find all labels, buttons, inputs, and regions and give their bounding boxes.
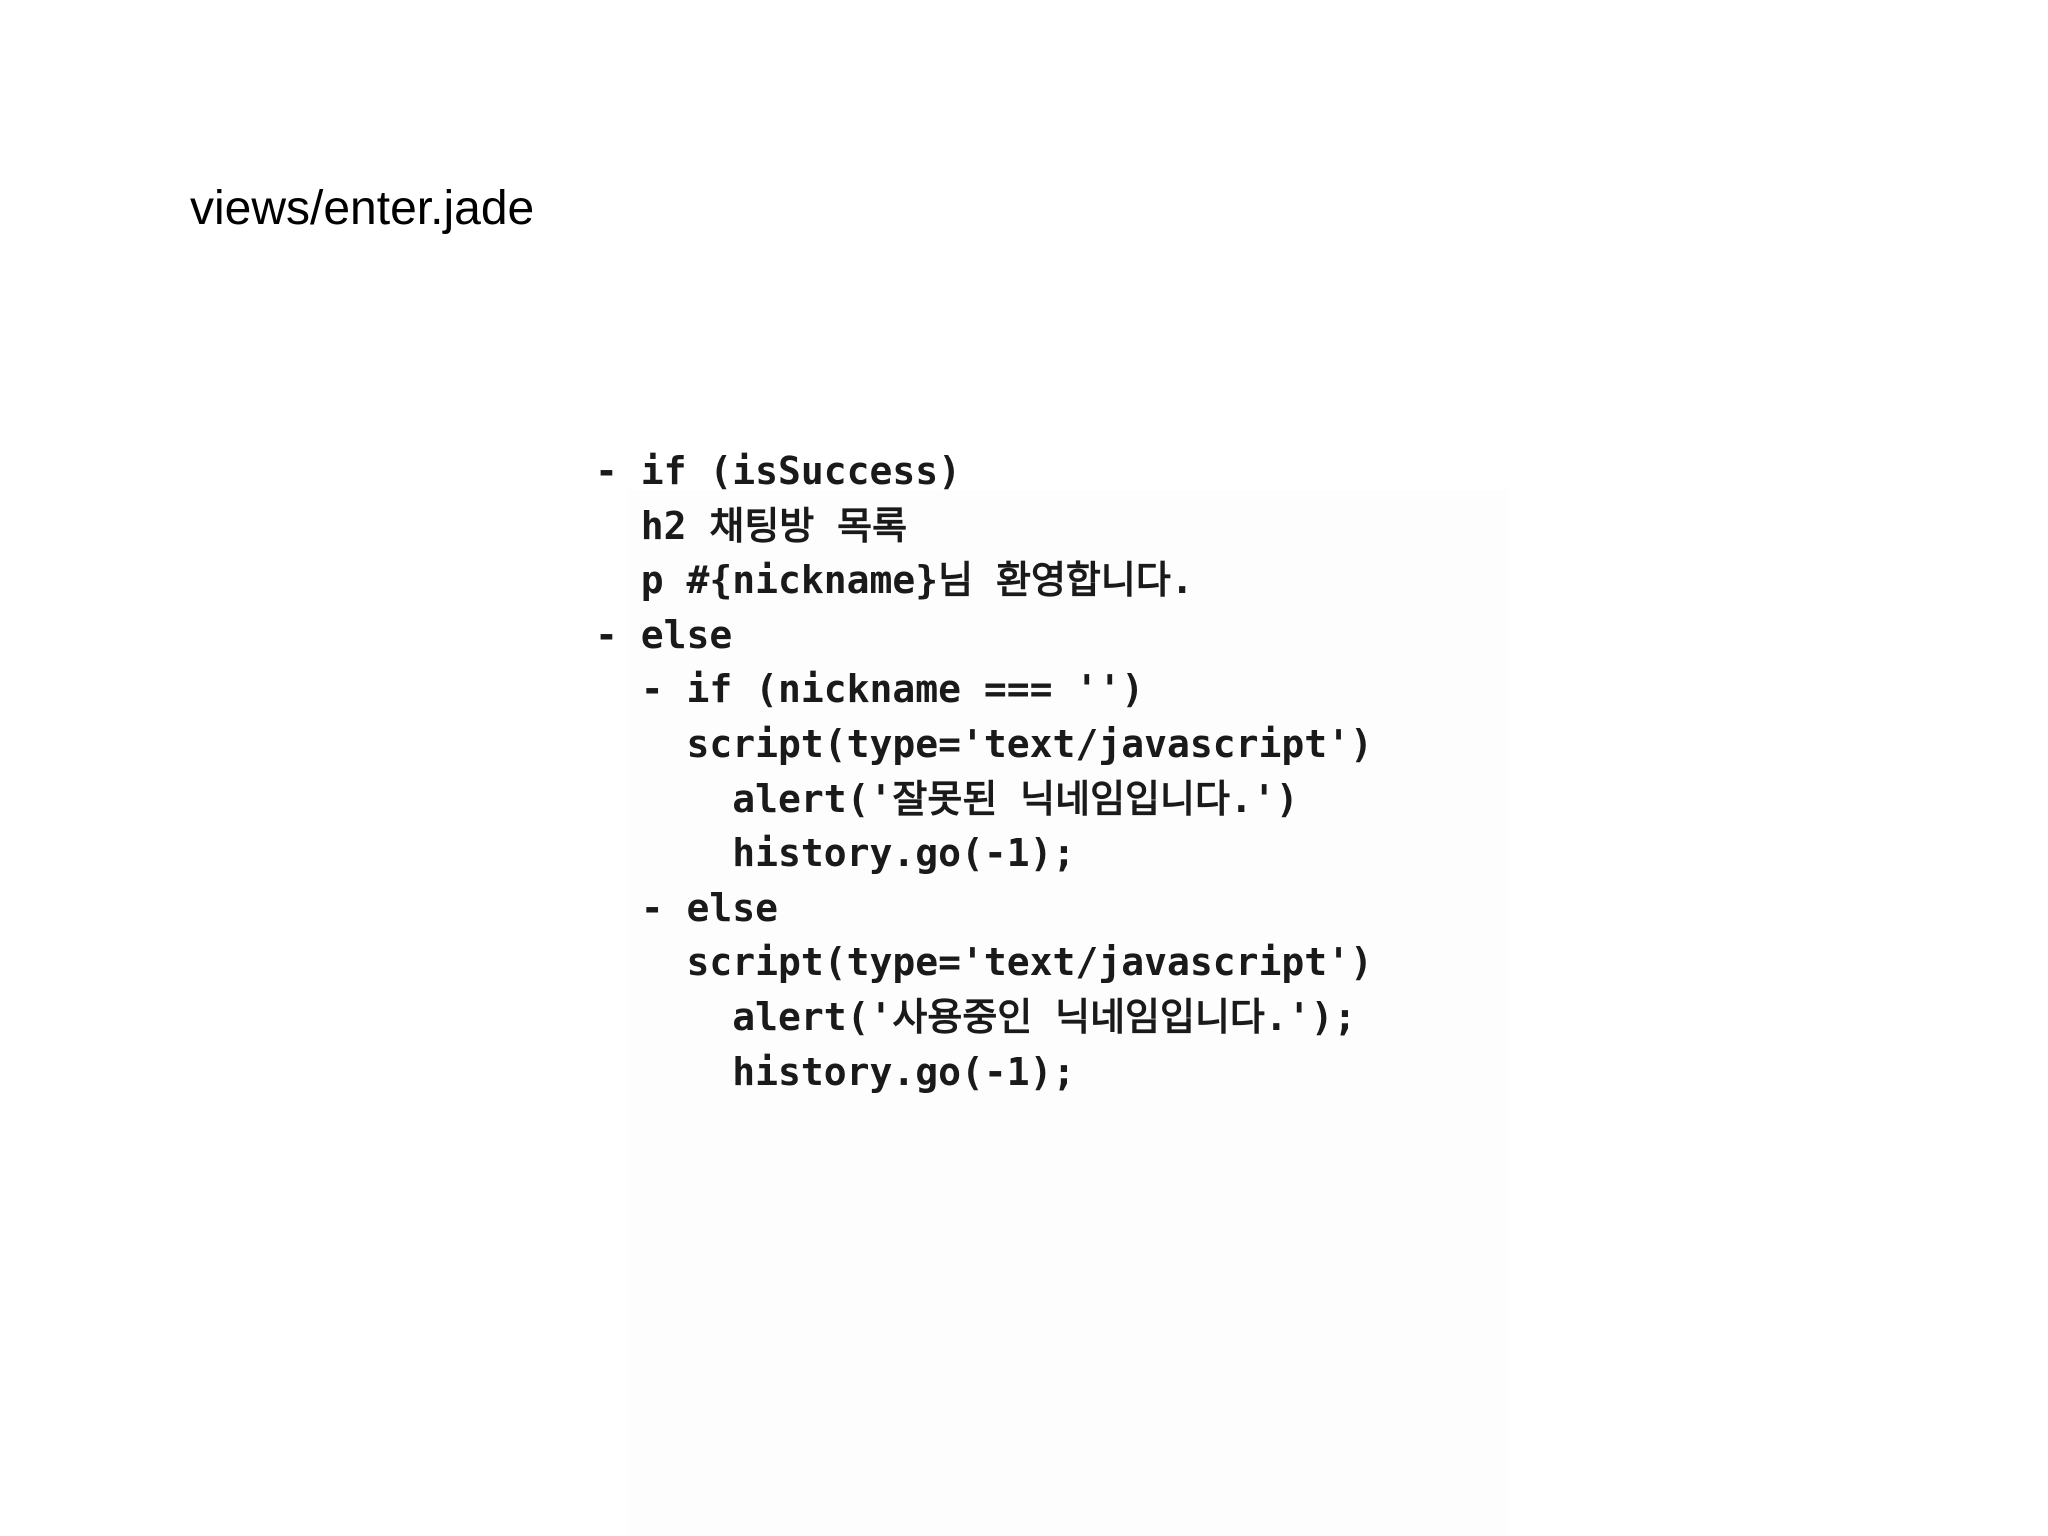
code-line-10: script(type='text/javascript') xyxy=(595,940,1373,985)
code-line-5: - if (nickname === '') xyxy=(595,667,1145,712)
code-line-6: script(type='text/javascript') xyxy=(595,721,1373,766)
code-line-9: - else xyxy=(595,885,779,930)
code-line-4: - else xyxy=(595,612,733,657)
code-line-1: - if (isSuccess) xyxy=(595,449,962,493)
code-line-8: history.go(-1); xyxy=(595,831,1076,876)
code-line-2: h2 채팅방 목록 xyxy=(595,503,908,548)
code-line-7: alert('잘못된 닉네임입니다.') xyxy=(595,776,1299,821)
code-line-3: p #{nickname}님 환영합니다. xyxy=(595,558,1194,603)
slide-title: views/enter.jade xyxy=(190,182,535,235)
code-line-11: alert('사용중인 닉네임입니다.'); xyxy=(595,994,1357,1039)
code-panel-background xyxy=(628,490,1508,1536)
code-line-12: history.go(-1); xyxy=(595,1049,1076,1094)
code-block: - if (isSuccess) h2 채팅방 목록 p #{nickname}… xyxy=(595,444,1373,1099)
